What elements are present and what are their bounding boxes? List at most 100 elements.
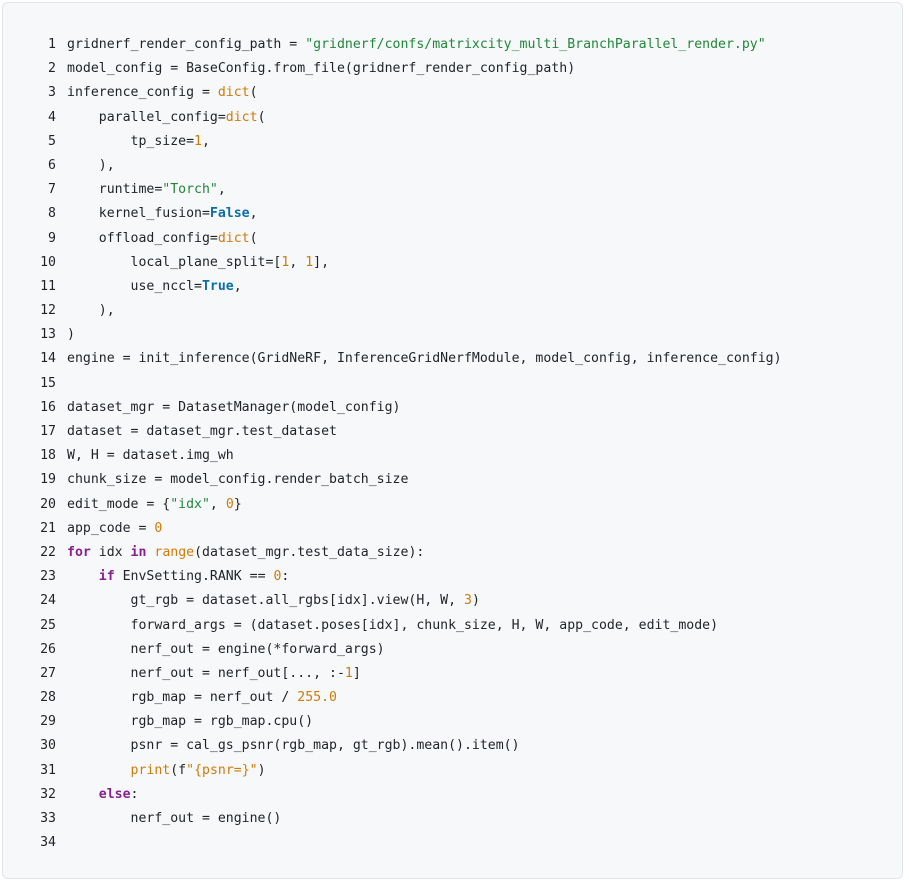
control-keyword: in: [130, 544, 147, 560]
code-text: edit_mode = {: [67, 496, 171, 512]
line-number: 2: [48, 61, 56, 77]
code-line: 31 print(f"{psnr=}"): [3, 759, 782, 783]
string-literal: "Torch": [162, 182, 218, 198]
code-text: }: [233, 496, 242, 512]
line-source: ),: [56, 299, 115, 323]
line-source: gridnerf_render_config_path = "gridnerf/…: [56, 33, 766, 57]
code-text: offload_config=: [67, 230, 218, 246]
line-source: forward_args = (dataset.poses[idx], chun…: [56, 614, 719, 638]
builtin-name: print: [130, 762, 171, 778]
line-number: 32: [40, 786, 56, 802]
line-number: 6: [48, 157, 56, 173]
code-text: ],: [313, 254, 330, 270]
line-source: rgb_map = nerf_out / 255.0: [56, 686, 337, 710]
line-source: engine = init_inference(GridNeRF, Infere…: [56, 347, 782, 371]
line-source: if EnvSetting.RANK == 0:: [56, 565, 290, 589]
line-number: 24: [40, 593, 56, 609]
code-text: [67, 787, 99, 802]
line-number: 10: [40, 254, 56, 270]
code-text: ),: [67, 157, 115, 173]
code-text: inference_config =: [67, 85, 218, 101]
code-line: 23 if EnvSetting.RANK == 0:: [3, 565, 782, 589]
code-line: 4 parallel_config=dict(: [3, 106, 782, 130]
line-number: 23: [40, 569, 56, 585]
line-number: 11: [40, 278, 56, 294]
line-source: for idx in range(dataset_mgr.test_data_s…: [56, 541, 424, 565]
code-text: kernel_fusion=: [67, 206, 210, 222]
code-text: psnr = cal_gs_psnr(rgb_map, gt_rgb).mean…: [67, 738, 520, 754]
line-number: 21: [40, 520, 56, 536]
line-source: model_config = BaseConfig.from_file(grid…: [56, 57, 575, 81]
code-text: dataset = dataset_mgr.test_dataset: [67, 424, 337, 439]
code-line: 10 local_plane_split=[1, 1],: [3, 251, 782, 275]
code-text: [67, 569, 99, 584]
code-line: 15: [3, 372, 782, 396]
line-source: inference_config = dict(: [56, 81, 258, 105]
code-line: 34: [3, 831, 782, 855]
line-number: 31: [40, 762, 56, 778]
number-literal: 1: [344, 665, 353, 681]
line-source: parallel_config=dict(: [56, 106, 266, 130]
line-number: 8: [48, 206, 56, 222]
code-line: 24 gt_rgb = dataset.all_rgbs[idx].view(H…: [3, 589, 782, 613]
line-source: runtime="Torch",: [56, 178, 226, 202]
code-text: ): [471, 593, 480, 609]
code-text: (dataset_mgr.test_data_size):: [194, 544, 425, 560]
code-line: 32 else:: [3, 783, 782, 807]
code-text: (: [257, 109, 266, 125]
line-number: 12: [40, 303, 56, 319]
code-text: chunk_size = model_config.render_batch_s…: [67, 472, 409, 488]
line-source: [56, 372, 67, 396]
line-number: 27: [40, 665, 56, 681]
code-text: engine = init_inference(GridNeRF, Infere…: [67, 351, 782, 367]
code-line: 11 use_nccl=True,: [3, 275, 782, 299]
code-text: ,: [209, 496, 226, 512]
line-number: 22: [40, 544, 56, 560]
code-text: app_code =: [67, 520, 155, 536]
line-source: app_code = 0: [56, 517, 162, 541]
code-text: model_config = BaseConfig.from_file(grid…: [67, 61, 576, 77]
line-source: use_nccl=True,: [56, 275, 242, 299]
code-text: ),: [67, 303, 115, 319]
code-line: 9 offload_config=dict(: [3, 227, 782, 251]
control-keyword: for: [67, 544, 91, 560]
line-number: 14: [40, 351, 56, 367]
code-text: (: [249, 230, 258, 246]
code-text: parallel_config=: [67, 109, 226, 125]
code-line: 12 ),: [3, 299, 782, 323]
string-literal: "gridnerf/confs/matrixcity_multi_BranchP…: [305, 37, 766, 52]
line-number: 33: [40, 811, 56, 826]
line-source: edit_mode = {"idx", 0}: [56, 493, 242, 517]
code-text: ,: [289, 254, 306, 270]
code-line: 28 rgb_map = nerf_out / 255.0: [3, 686, 782, 710]
code-line: 2 model_config = BaseConfig.from_file(gri…: [3, 57, 782, 81]
code-text: ,: [233, 278, 242, 294]
code-line: 8 kernel_fusion=False,: [3, 202, 782, 226]
code-text: idx: [90, 544, 131, 560]
constant-keyword: True: [201, 278, 234, 294]
number-literal: 3: [463, 593, 472, 609]
line-number: 9: [48, 230, 56, 246]
number-literal: 1: [305, 254, 314, 270]
code-text: [67, 763, 131, 778]
code-text: ): [257, 762, 266, 778]
number-literal: 255.0: [297, 690, 337, 706]
code-text: tp_size=: [67, 133, 195, 149]
line-number: 3: [48, 85, 56, 101]
line-number: 29: [40, 714, 56, 730]
code-text: :: [130, 786, 139, 802]
code-text: gridnerf_render_config_path =: [67, 37, 306, 52]
code-line: 6 ),: [3, 154, 782, 178]
line-number: 17: [40, 424, 56, 439]
code-text: dataset_mgr = DatasetManager(model_confi…: [67, 399, 401, 415]
line-number: 15: [40, 375, 56, 391]
line-number: 26: [40, 641, 56, 657]
number-literal: 0: [154, 520, 163, 536]
code-line: 27 nerf_out = nerf_out[..., :-1]: [3, 662, 782, 686]
line-number: 20: [40, 496, 56, 512]
code-line: 26 nerf_out = engine(*forward_args): [3, 638, 782, 662]
code-text: W, H = dataset.img_wh: [67, 448, 234, 464]
